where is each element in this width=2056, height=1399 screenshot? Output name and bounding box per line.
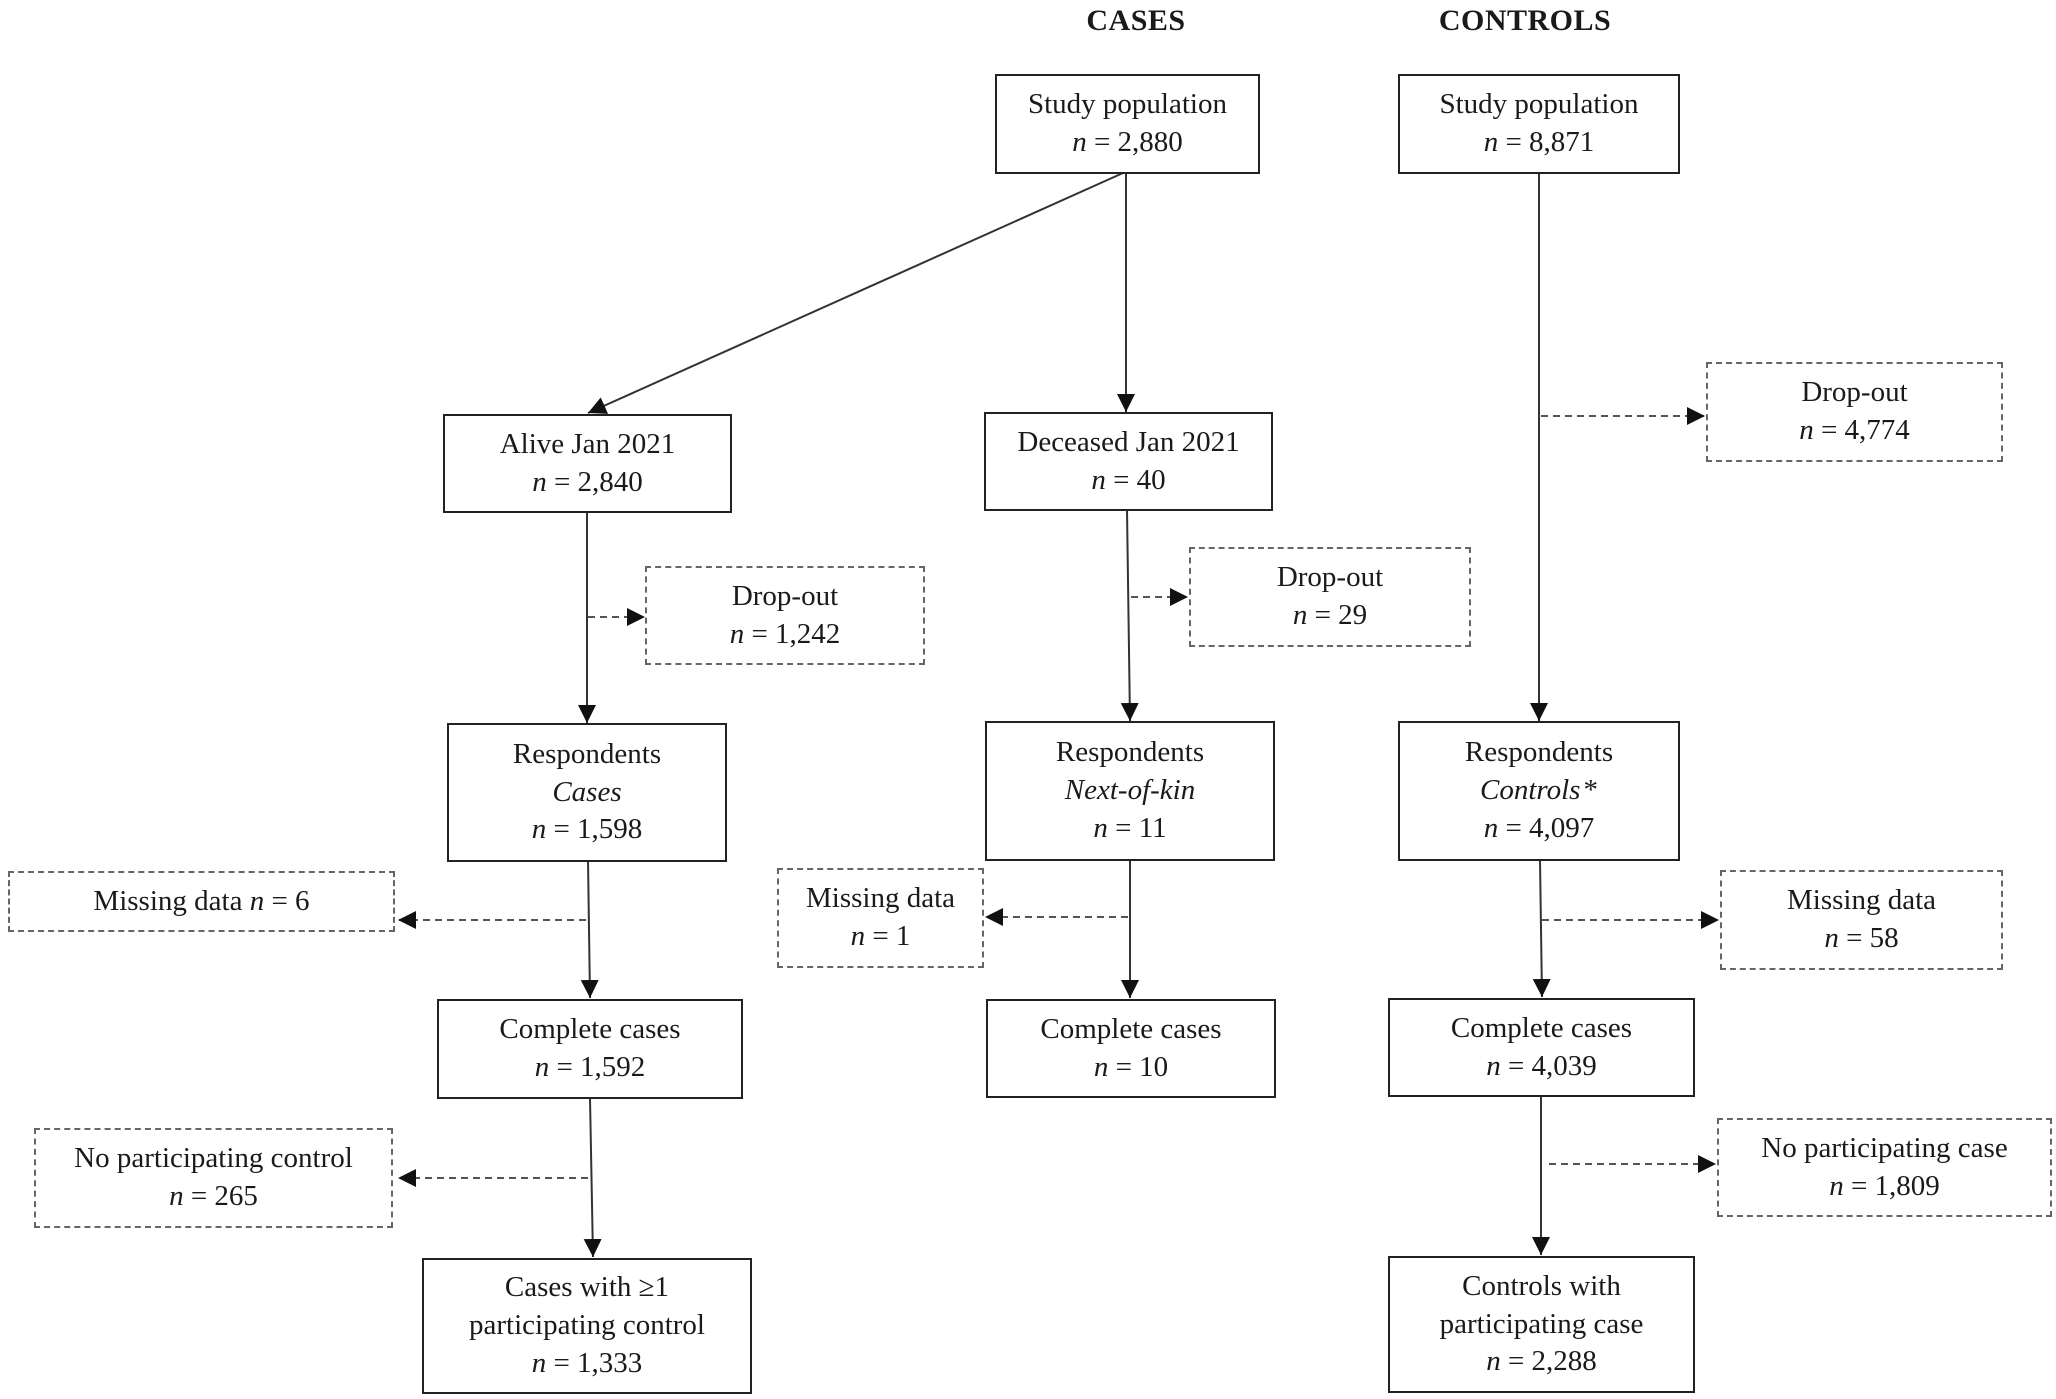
box-count: n = 8,871	[1483, 126, 1595, 158]
box-label: Complete cases	[1040, 1012, 1222, 1045]
arrow-respondents-to-complete	[580, 859, 599, 999]
box-count: n = 2,880	[1072, 126, 1183, 158]
box-label-line2: participating case	[1439, 1307, 1644, 1340]
box-sublabel: Next-of-kin	[1064, 774, 1196, 807]
footnote-mark: *	[1583, 774, 1598, 807]
controls-study-population-box: Study population n = 8,871	[1398, 74, 1680, 174]
cases-complete-box: Complete cases n = 1,592	[437, 999, 743, 1099]
box-count: n = 1,809	[1829, 1169, 1940, 1202]
box-label: Respondents	[512, 737, 662, 770]
box-count: n = 4,774	[1799, 414, 1910, 446]
box-label: Drop-out	[1801, 376, 1908, 409]
arrow-study-to-alive	[587, 172, 1124, 414]
box-label: Complete cases	[1450, 1011, 1633, 1044]
box-count: n = 1,592	[534, 1051, 646, 1083]
controls-complete-box: Complete cases n = 4,039	[1388, 998, 1695, 1097]
controls-respondents-box: Respondents Controls* n = 4,097	[1398, 721, 1680, 861]
box-label: Deceased Jan 2021	[1017, 425, 1240, 458]
box-count: n = 1,598	[531, 813, 643, 846]
controls-dropout-box: Drop-out n = 4,774	[1706, 362, 2003, 462]
box-count: n = 40	[1091, 463, 1166, 496]
box-sublabel: Controls*	[1480, 774, 1598, 807]
box-count: n = 11	[1093, 811, 1167, 844]
cases-deceased-dropout-box: Drop-out n = 29	[1189, 547, 1471, 647]
box-label: No participating control	[74, 1142, 353, 1175]
box-label: Drop-out	[731, 579, 839, 612]
box-count: n = 10	[1093, 1050, 1169, 1083]
box-label: No participating case	[1761, 1131, 2008, 1164]
nok-missing-box: Missing data n = 1	[777, 868, 984, 968]
box-label: Study population	[1439, 88, 1639, 121]
box-count: n = 1,333	[531, 1346, 643, 1379]
cases-study-population-box: Study population n = 2,880	[995, 74, 1260, 174]
cases-alive-dropout-box: Drop-out n = 1,242	[645, 566, 925, 665]
box-count: n = 2,288	[1486, 1345, 1597, 1378]
box-label: Study population	[1028, 88, 1227, 121]
header-cases: CASES	[1086, 4, 1186, 37]
box-count: n = 29	[1292, 599, 1368, 631]
nok-respondents-box: Respondents Next-of-kin n = 11	[985, 721, 1275, 861]
controls-no-case-box: No participating case n = 1,809	[1717, 1118, 2052, 1217]
arrow-complete-to-withcontrol	[583, 1097, 602, 1258]
box-label-count: Missing data n = 6	[93, 884, 310, 917]
box-label: Respondents	[1055, 736, 1205, 769]
controls-with-case-box: Controls with participating case n = 2,2…	[1388, 1256, 1695, 1393]
arrow-deceased-to-respondents	[1120, 509, 1139, 722]
box-label: Missing data	[805, 882, 956, 915]
box-count: n = 4,039	[1486, 1049, 1597, 1082]
box-count: n = 58	[1824, 922, 1899, 954]
box-label-line1: Cases with ≥1	[504, 1271, 670, 1304]
box-label: Respondents	[1464, 736, 1614, 769]
box-count: n = 1	[850, 920, 911, 952]
cases-respondents-box: Respondents Cases n = 1,598	[447, 723, 727, 862]
cases-alive-box: Alive Jan 2021 n = 2,840	[443, 414, 732, 513]
box-count: n = 2,840	[532, 465, 643, 498]
box-label: Missing data	[1786, 884, 1937, 917]
cases-no-control-box: No participating control n = 265	[34, 1128, 393, 1228]
cases-deceased-box: Deceased Jan 2021 n = 40	[984, 412, 1273, 511]
box-label: Drop-out	[1276, 561, 1384, 594]
cases-missing-box: Missing data n = 6	[8, 871, 395, 932]
box-label-line2: participating control	[469, 1309, 705, 1342]
header-controls: CONTROLS	[1438, 4, 1612, 37]
controls-missing-box: Missing data n = 58	[1720, 870, 2003, 970]
box-count: n = 1,242	[729, 617, 841, 650]
box-label: Alive Jan 2021	[499, 427, 676, 460]
box-count: n = 4,097	[1483, 811, 1595, 844]
box-sublabel: Cases	[552, 775, 622, 808]
box-label: Complete cases	[499, 1013, 681, 1046]
box-label-line1: Controls with	[1462, 1269, 1621, 1302]
arrow-ctrl-respondents-to-complete	[1532, 859, 1551, 998]
nok-complete-box: Complete cases n = 10	[986, 999, 1276, 1098]
cases-with-control-box: Cases with ≥1 participating control n = …	[422, 1258, 752, 1394]
box-count: n = 265	[169, 1180, 258, 1212]
